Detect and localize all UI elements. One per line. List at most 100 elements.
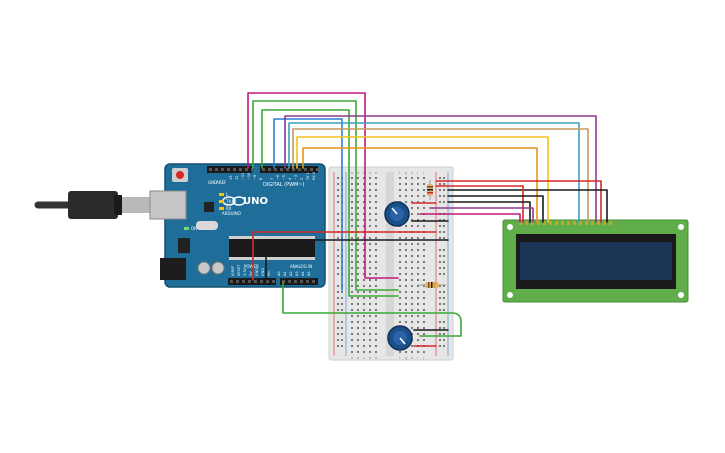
l-led-label: L [226,192,229,197]
wire-pin6-orange[interactable] [302,147,538,223]
header-socket [316,168,319,171]
wire-gnd-breadboard-black[interactable] [265,239,449,281]
rail-hole [443,285,445,287]
breadboard-hole [417,321,419,323]
breadboard-hole [369,333,371,335]
wire-pin5-purple[interactable] [284,115,597,223]
rail-hole [443,327,445,329]
breadboard-hole [369,285,371,287]
breadboard-hole [357,213,359,215]
breadboard-hole [363,321,365,323]
breadboard-hole [369,219,371,221]
breadboard-hole [351,213,353,215]
breadboard-hole [417,249,419,251]
potentiometer-input[interactable] [387,325,413,351]
breadboard-hole [351,279,353,281]
rail-hole [337,219,339,221]
jumper-wires[interactable] [247,92,608,347]
lcd-mount-hole-br [678,292,684,298]
breadboard-hole [423,207,425,209]
resistor1-band3 [427,192,433,194]
breadboard-hole [405,261,407,263]
breadboard-hole [399,249,401,251]
wire-pin11-green[interactable] [252,100,399,291]
breadboard-hole [423,261,425,263]
rail-hole [439,255,441,257]
wire-vdd-lcd-red[interactable] [435,185,524,223]
resistor-pulldown[interactable] [418,282,446,288]
wire-5v-lcd-red[interactable] [435,180,602,223]
lcd-pin [537,221,540,225]
wire-pin4-teal[interactable] [288,122,580,223]
resistor1-band1 [427,186,433,188]
wire-vo-lcd-purple[interactable] [429,207,534,223]
arduino-uno-board[interactable]: DIGITAL (PWM~) UNO ARDUINO AREF GND L TX… [149,163,326,288]
digital-pin-label: 8 [259,178,263,180]
wire-5v-breadboard-red[interactable] [252,231,437,281]
breadboard-hole [351,255,353,257]
breadboard-hole [417,327,419,329]
breadboard-hole [411,285,413,287]
header-socket [262,168,265,171]
breadboard-hole [351,219,353,221]
breadboard-hole [423,309,425,311]
lcd-16x2-module[interactable] [502,219,689,303]
potentiometer-contrast[interactable] [384,201,410,227]
breadboard-hole [375,291,377,293]
breadboard-hole [357,219,359,221]
breadboard-hole [417,351,419,353]
breadboard-hole [423,297,425,299]
breadboard-hole [411,297,413,299]
breadboard-hole [417,177,419,179]
breadboard-hole [369,339,371,341]
resistor-backlight[interactable] [427,180,433,200]
on-led-label: ON [191,226,197,231]
lcd-pin [609,221,612,225]
breadboard-hole [369,243,371,245]
breadboard-hole [375,195,377,197]
header-socket [268,168,271,171]
column-label: f [399,171,401,175]
wire-pin10-green[interactable] [261,109,399,297]
wire-pin12-magenta[interactable] [247,92,399,279]
wire-rw-lcd-black[interactable] [447,201,531,223]
wire-rs-lcd-magenta[interactable] [419,213,521,223]
analog-header [280,278,318,285]
breadboard-hole [351,201,353,203]
digital-pin-label: RX 0 [312,172,316,180]
rail-hole [439,273,441,275]
breadboard-hole [375,303,377,305]
header-socket [209,168,212,171]
wire-gnd-lcd-black[interactable] [447,189,608,223]
breadboard-hole [423,303,425,305]
breadboard-hole [363,255,365,257]
breadboard-hole [351,261,353,263]
rail-hole [443,255,445,257]
breadboard-hole [351,309,353,311]
breadboard-hole [369,345,371,347]
wire-a0-pot-green[interactable] [282,281,462,337]
rail-hole [341,303,343,305]
breadboard-hole [411,201,413,203]
rail-hole [443,309,445,311]
aref-label: AREF [216,180,227,185]
rail-hole [439,183,441,185]
header-socket [236,280,239,283]
reset-button-cap[interactable] [176,171,184,179]
rail-hole [341,333,343,335]
breadboard-hole [375,183,377,185]
breadboard-hole [375,255,377,257]
rail-hole [337,237,339,239]
breadboard-hole [369,201,371,203]
power-analog-pin-label: 5V [249,271,253,276]
rail-hole [337,327,339,329]
usb-cable[interactable] [34,191,152,219]
digital-pin-label: 4 [288,177,292,180]
wire-vss-lcd-black[interactable] [447,195,544,223]
wire-pin3-tan[interactable] [292,128,589,223]
breadboard-hole [411,225,413,227]
wire-pin2-yellow[interactable] [296,136,549,223]
breadboard-hole [405,183,407,185]
